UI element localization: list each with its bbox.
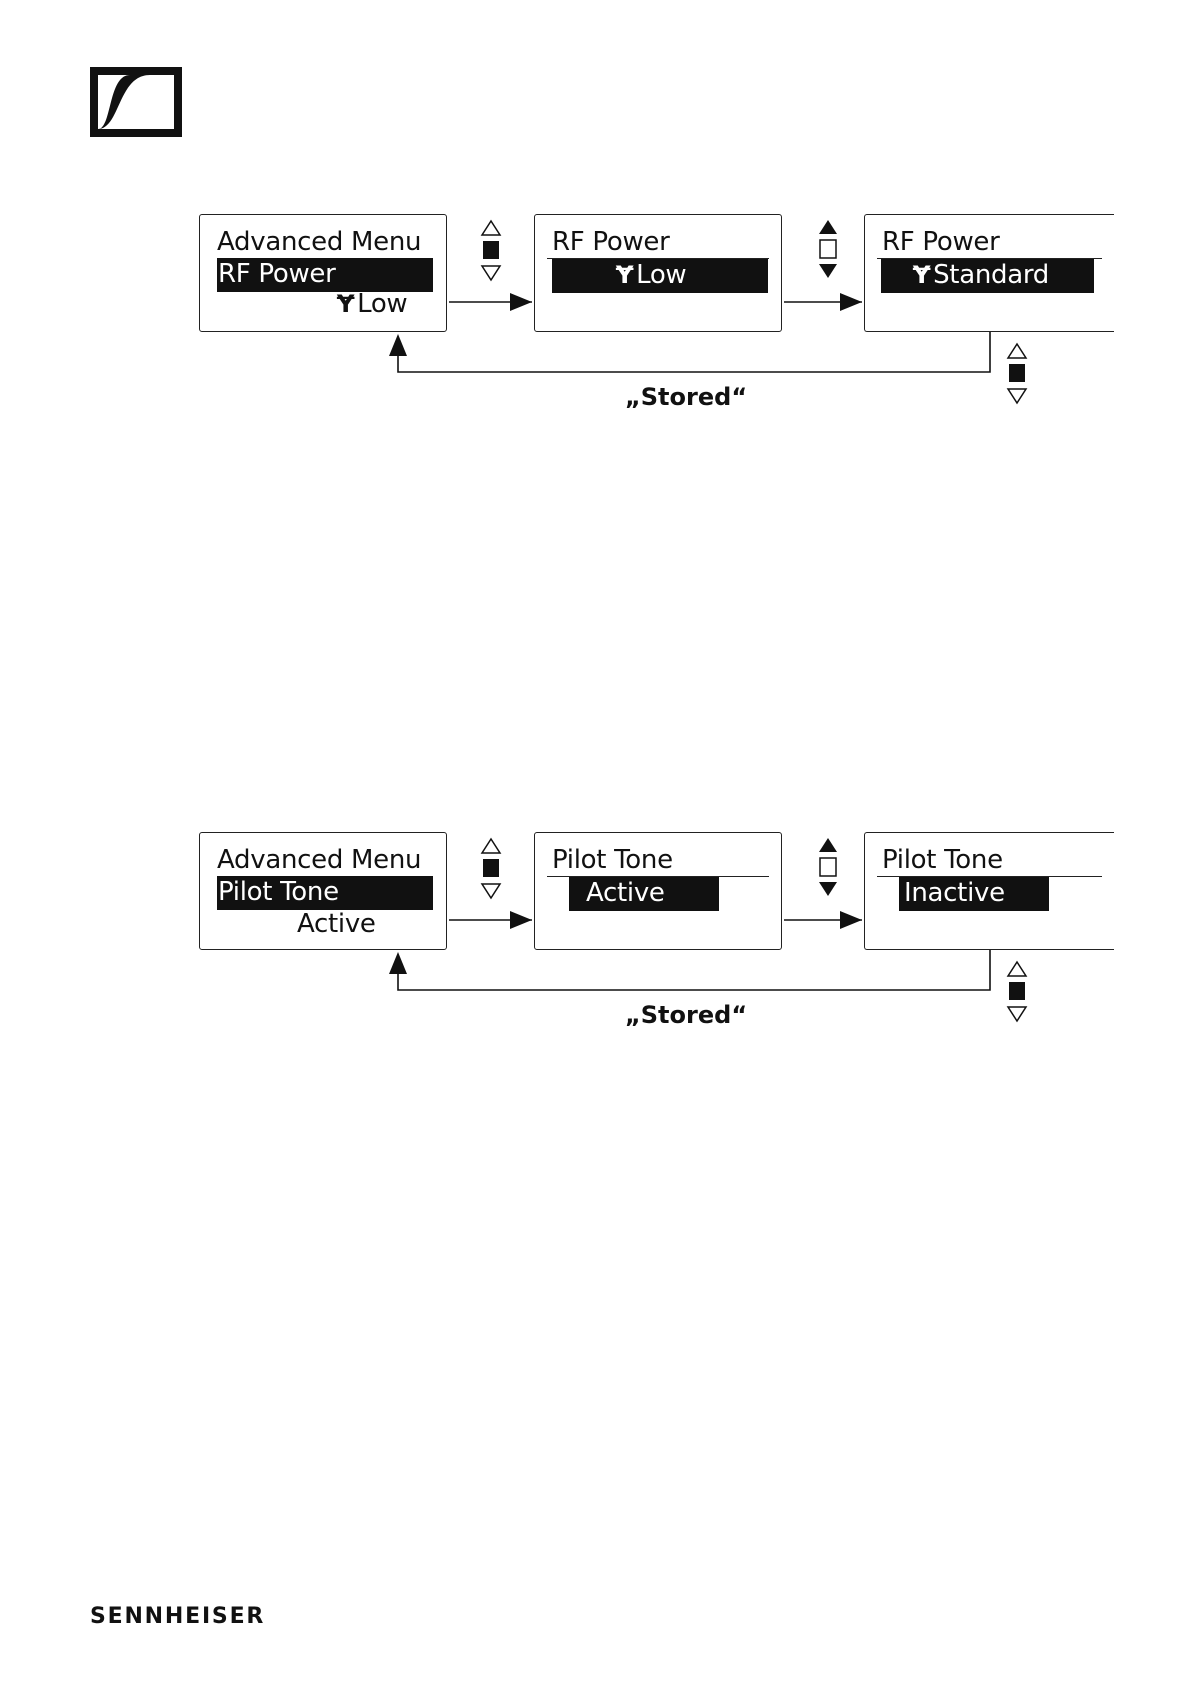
button-indicator-store [1008,344,1026,403]
stored-label: „Stored“ [625,1000,747,1030]
arrow-head [389,334,407,356]
button-indicator-scroll [819,220,837,278]
button-indicator-store [1008,962,1026,1021]
return-arrow [398,332,990,372]
arrow-head [510,911,532,929]
stored-label: „Stored“ [625,382,747,412]
arrow-head [840,911,862,929]
button-indicator-set [482,221,500,280]
flow-arrows [0,0,1191,460]
arrow-head [840,293,862,311]
button-indicator-set [482,839,500,898]
button-indicator-scroll [819,838,837,896]
arrow-head [389,952,407,974]
return-arrow [398,950,990,990]
brand-wordmark: SENNHEISER [90,1604,265,1629]
flow-arrows [0,618,1191,1078]
arrow-head [510,293,532,311]
